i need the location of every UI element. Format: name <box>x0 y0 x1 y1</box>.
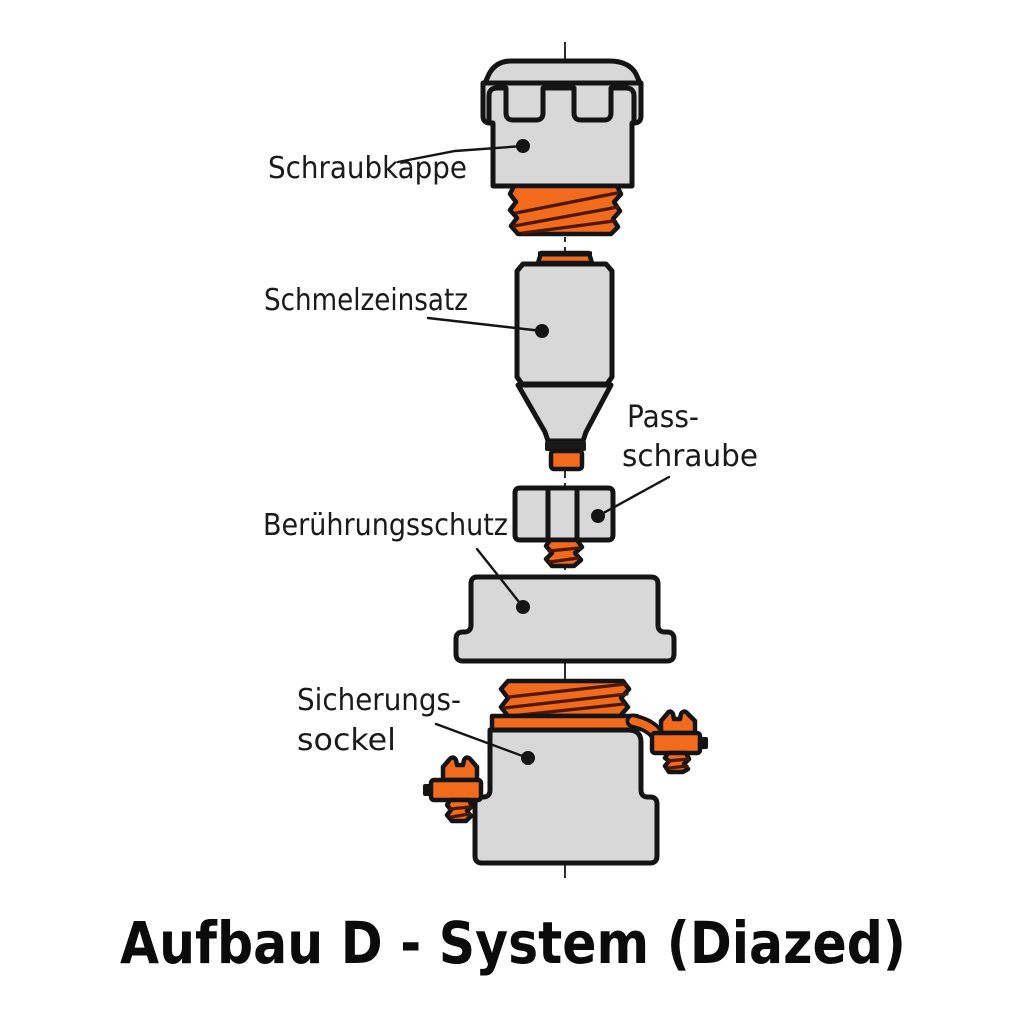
beruehrungsschutz-label: Berührungsschutz <box>263 508 508 543</box>
schraubkappe-label: Schraubkappe <box>268 151 467 186</box>
schraubkappe-grip-notches <box>486 85 637 125</box>
sockel-right-terminal-screw <box>649 709 708 775</box>
beruehrungsschutz-body <box>453 574 677 664</box>
sicherungssockel-leader-line <box>434 722 530 760</box>
left-screw-body <box>428 777 484 803</box>
right-screw-body <box>649 730 703 756</box>
schraubkappe-leader-line <box>396 144 525 164</box>
schmelzeinsatz-collar <box>545 441 586 451</box>
beruehrungsschutz-leader-line <box>475 547 525 609</box>
passschraube-thread-hatch <box>547 546 581 564</box>
schmelzeinsatz-tip-contact <box>548 448 585 472</box>
left-screw-thread-hatch <box>448 805 472 819</box>
sicherungssockel-leader-dot <box>521 751 535 765</box>
right-screw-head <box>658 709 698 736</box>
passschraube-label-line2: schraube <box>622 439 758 474</box>
schraubkappe-leader-dot <box>516 139 530 153</box>
passschraube-label-line1: Pass- <box>627 400 699 435</box>
schmelzeinsatz-part <box>426 250 615 472</box>
passschraube-slot-lines <box>545 485 580 543</box>
beruehrungsschutz-part <box>453 547 677 664</box>
diagram-title: Aufbau D - System (Diazed) <box>120 909 906 977</box>
schmelzeinsatz-leader-dot <box>535 324 549 338</box>
schmelzeinsatz-label: Schmelzeinsatz <box>264 283 468 318</box>
right-screw-thread-hatch <box>666 757 690 770</box>
beruehrungsschutz-leader-dot <box>516 600 530 614</box>
schmelzeinsatz-leader-line <box>426 316 544 333</box>
sockel-left-terminal-screw <box>423 755 484 824</box>
sicherungssockel-label-line1: Sicherungs- <box>297 683 461 718</box>
passschraube-leader-dot <box>591 509 605 523</box>
schraubkappe-body <box>480 80 644 189</box>
passschraube-leader-line <box>596 475 671 518</box>
schraubkappe-part <box>396 58 644 237</box>
schraubkappe-thread-hatch <box>512 191 620 235</box>
left-screw-head <box>440 755 480 783</box>
sicherungssockel-part <box>423 678 708 866</box>
schraubkappe-dome <box>482 58 643 86</box>
passschraube-part <box>512 475 671 569</box>
passschraube-block <box>512 485 616 543</box>
schmelzeinsatz-body <box>514 261 615 387</box>
sockel-body <box>472 727 660 866</box>
sicherungssockel-label-line2: sockel <box>297 723 396 758</box>
schmelzeinsatz-cone <box>515 382 614 444</box>
